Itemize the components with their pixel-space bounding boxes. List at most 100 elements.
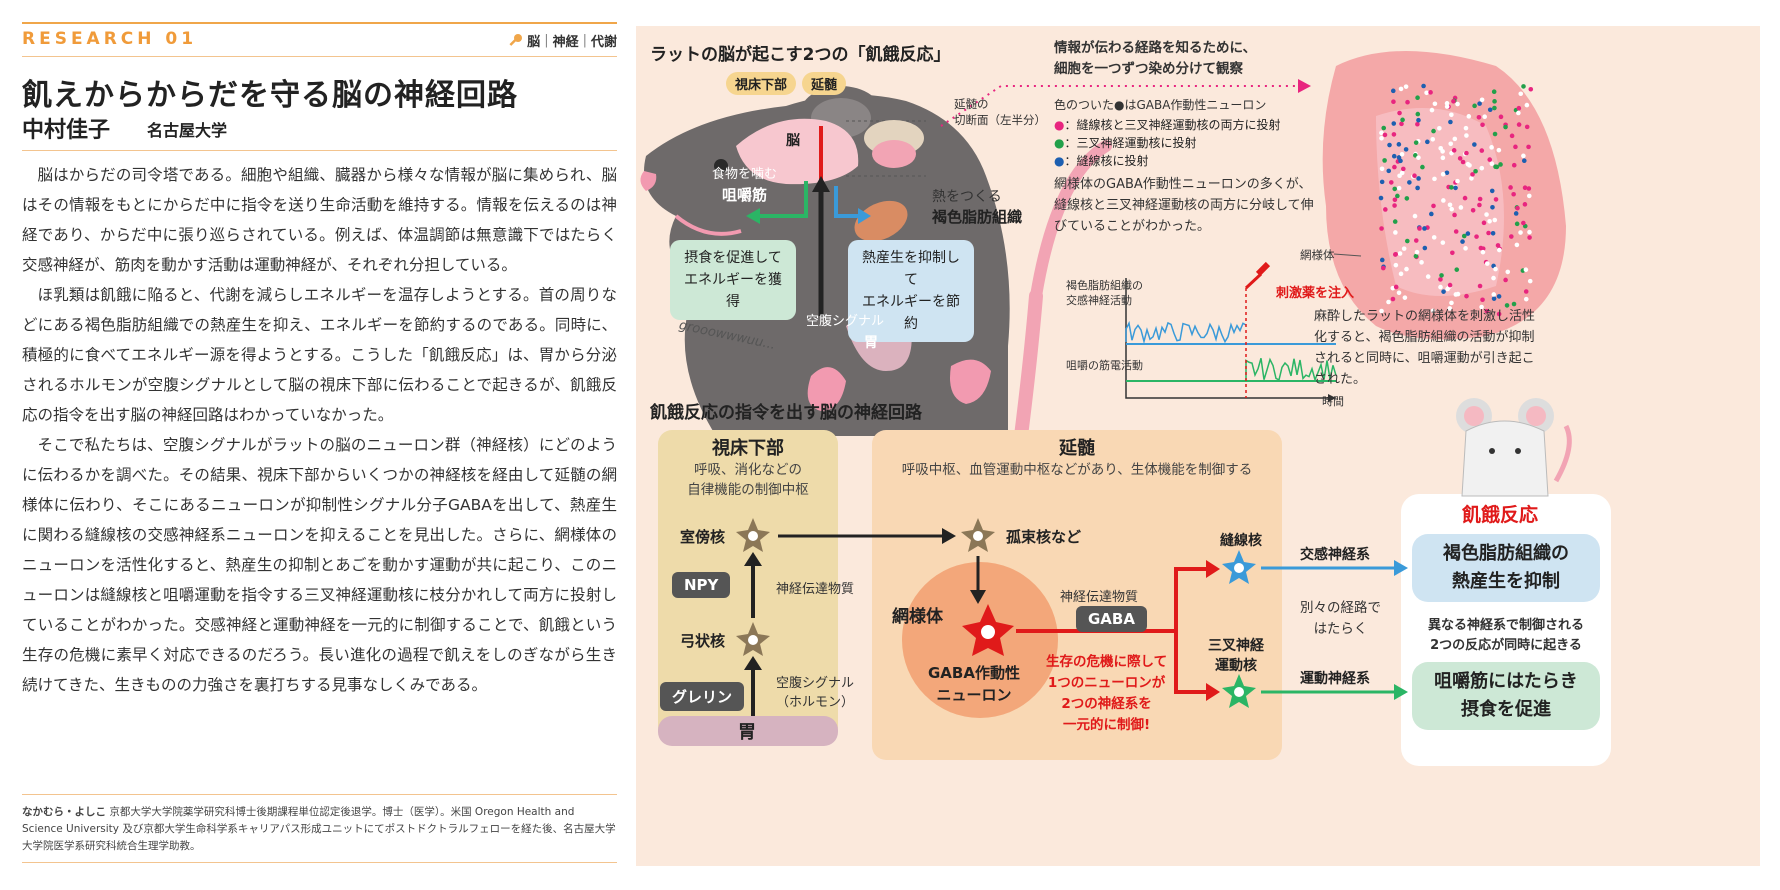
mouse-icon bbox=[1456, 398, 1572, 497]
cell-dot bbox=[1428, 90, 1433, 95]
cell-dot bbox=[1496, 294, 1502, 299]
cell-dot bbox=[1455, 178, 1460, 184]
cell-dot bbox=[1489, 145, 1494, 150]
cell-dot bbox=[1457, 156, 1463, 161]
cell-dot bbox=[1524, 102, 1530, 108]
cell-dot bbox=[1523, 267, 1529, 273]
cell-dot bbox=[1396, 142, 1402, 147]
separate-paths-label: 別々の経路で はたらく bbox=[1300, 600, 1381, 637]
cell-dot bbox=[1405, 99, 1410, 105]
cell-dot bbox=[1412, 173, 1417, 179]
chew-label: 食物を噛む bbox=[712, 167, 778, 182]
cell-dot bbox=[1479, 148, 1485, 153]
legend-dot-green: ● bbox=[1054, 136, 1065, 150]
neuron-pvn bbox=[736, 518, 770, 552]
cell-dot bbox=[1444, 101, 1450, 106]
cell-dots bbox=[1378, 83, 1534, 317]
cell-dot bbox=[1444, 104, 1450, 109]
cell-dot bbox=[1511, 301, 1517, 307]
cell-dot bbox=[1404, 266, 1409, 272]
cell-dot bbox=[1455, 291, 1461, 297]
cell-dot bbox=[1470, 172, 1475, 177]
result-note: 網様体のGABA作動性ニューロンの多くが、縫線核と三叉神経運動核の両方に分岐して… bbox=[1054, 177, 1314, 234]
cell-dot bbox=[1482, 114, 1487, 120]
cell-dot bbox=[1492, 105, 1497, 111]
cell-dot bbox=[1452, 212, 1457, 218]
title-rule bbox=[22, 150, 617, 151]
graph-inject-label: 刺激薬を注入 bbox=[1276, 286, 1355, 301]
arcuate-label: 弓状核 bbox=[680, 632, 726, 650]
cell-dot bbox=[1449, 206, 1455, 212]
cell-dot bbox=[1461, 233, 1467, 239]
cell-dot bbox=[1493, 164, 1498, 170]
pvn-label: 室傍核 bbox=[680, 528, 726, 546]
observe-note: 情報が伝わる経路を知るために、 細胞を一つずつ染め分けて観察 bbox=[1054, 40, 1257, 77]
cell-dot bbox=[1379, 130, 1384, 136]
cell-dot bbox=[1392, 186, 1398, 192]
cell-dot bbox=[1424, 90, 1429, 96]
gaba-tag: GABA bbox=[1076, 606, 1147, 632]
cell-dot bbox=[1379, 179, 1385, 185]
cell-dot bbox=[1431, 235, 1437, 240]
reticular-formation-label: 網様体 bbox=[1300, 248, 1335, 262]
cell-dot bbox=[1402, 295, 1408, 300]
keyword-nerve: 神経 bbox=[552, 35, 579, 50]
cell-dot bbox=[1449, 112, 1454, 118]
medulla-sub: 呼吸中枢、血管運動中枢などがあり、生体機能を制御する bbox=[901, 462, 1253, 478]
author-bio: なかむら・よしこ 京都大学大学院薬学研究科博士後期課程単位認定後退学。博士（医学… bbox=[22, 804, 617, 855]
bio-rule bbox=[22, 794, 617, 795]
cell-dot bbox=[1513, 211, 1519, 216]
cell-dot bbox=[1523, 296, 1529, 302]
author-affiliation: 名古屋大学 bbox=[147, 121, 228, 140]
cell-dot bbox=[1449, 300, 1454, 306]
cell-dot bbox=[1476, 114, 1482, 120]
neuron-nts bbox=[961, 518, 995, 552]
cell-dot bbox=[1521, 153, 1526, 159]
cell-dot bbox=[1487, 157, 1493, 162]
bubble-suppress-heat: 熱産生を抑制して エネルギーを節約 bbox=[848, 240, 974, 342]
cell-dot bbox=[1477, 196, 1483, 202]
cell-dot bbox=[1492, 131, 1498, 137]
cell-dot bbox=[1440, 171, 1446, 177]
cell-dot bbox=[1515, 205, 1520, 211]
cell-dot bbox=[1526, 144, 1531, 150]
bubble-promote-feeding: 摂食を促進して エネルギーを獲得 bbox=[670, 240, 796, 320]
cell-dot bbox=[1416, 176, 1421, 181]
cell-dot bbox=[1396, 290, 1402, 296]
cell-dot bbox=[1395, 193, 1400, 199]
reticular-label: 網様体 bbox=[892, 607, 943, 627]
cell-dot bbox=[1452, 136, 1458, 142]
cell-dot bbox=[1487, 219, 1492, 224]
cell-dot bbox=[1527, 235, 1532, 240]
cell-dot bbox=[1407, 180, 1412, 185]
cell-dot bbox=[1412, 213, 1418, 219]
cell-dot bbox=[1490, 204, 1495, 210]
cell-dot bbox=[1398, 271, 1404, 277]
cell-dot bbox=[1505, 269, 1511, 275]
cell-dot bbox=[1464, 293, 1469, 299]
legend-item: ●：縫線核に投射 bbox=[1054, 154, 1149, 168]
graph-emg-label: 咀嚼の筋電活動 bbox=[1066, 359, 1143, 372]
cell-dot bbox=[1432, 176, 1437, 182]
cell-dot bbox=[1390, 296, 1396, 302]
cell-dot bbox=[1460, 159, 1466, 165]
cell-dot bbox=[1521, 84, 1526, 89]
cell-dot bbox=[1527, 278, 1533, 284]
outcome-heat-suppression: 褐色脂肪組織の 熱産生を抑制 bbox=[1412, 534, 1600, 602]
cell-dot bbox=[1496, 311, 1502, 317]
cell-dot bbox=[1524, 124, 1530, 130]
cell-dot bbox=[1414, 249, 1420, 255]
cell-dot bbox=[1491, 296, 1497, 301]
cell-dot bbox=[1484, 261, 1490, 266]
cell-dot bbox=[1379, 166, 1385, 172]
cell-dot bbox=[1420, 164, 1425, 170]
cell-dot bbox=[1462, 195, 1468, 201]
cell-dot bbox=[1393, 230, 1398, 235]
cell-dot bbox=[1470, 207, 1476, 213]
cell-dot bbox=[1511, 191, 1516, 197]
cell-dot bbox=[1514, 242, 1520, 248]
cell-dot bbox=[1480, 297, 1485, 303]
cell-dot bbox=[1473, 168, 1478, 174]
cell-dot bbox=[1526, 193, 1532, 199]
cell-dot bbox=[1449, 185, 1454, 190]
